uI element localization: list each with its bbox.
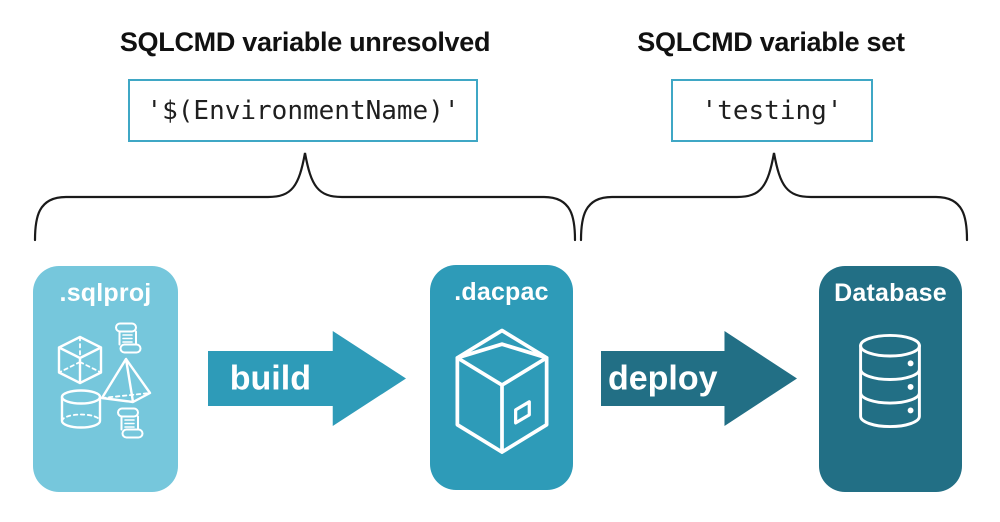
code-box-testing-value: 'testing' [671,79,873,142]
database-icon [852,332,928,430]
brace-build-group [33,152,577,242]
code-environment-variable: '$(EnvironmentName)' [146,95,460,126]
deploy-arrow: deploy [601,331,797,426]
code-testing-value: 'testing' [701,95,843,126]
package-icon [440,325,564,465]
script-icon [113,321,143,355]
build-arrow-label: build [229,359,311,397]
stage-label-dacpac: .dacpac [454,278,549,306]
stage-card-database: Database [819,266,962,492]
pyramid-icon [99,356,153,404]
brace-deploy-group [579,152,969,242]
build-arrow: build [208,331,406,426]
stage-label-database: Database [834,279,947,307]
code-box-environment-variable: '$(EnvironmentName)' [128,79,478,142]
stage-card-dacpac: .dacpac [430,265,573,490]
stage-label-sqlproj: .sqlproj [59,279,152,307]
script-icon [115,406,145,440]
cube-icon [54,334,106,386]
heading-variable-unresolved: SQLCMD variable unresolved [119,27,491,57]
stage-card-sqlproj: .sqlproj [33,266,178,492]
heading-variable-set: SQLCMD variable set [637,27,905,57]
cylinder-icon [58,388,104,432]
deploy-arrow-label: deploy [607,359,718,397]
